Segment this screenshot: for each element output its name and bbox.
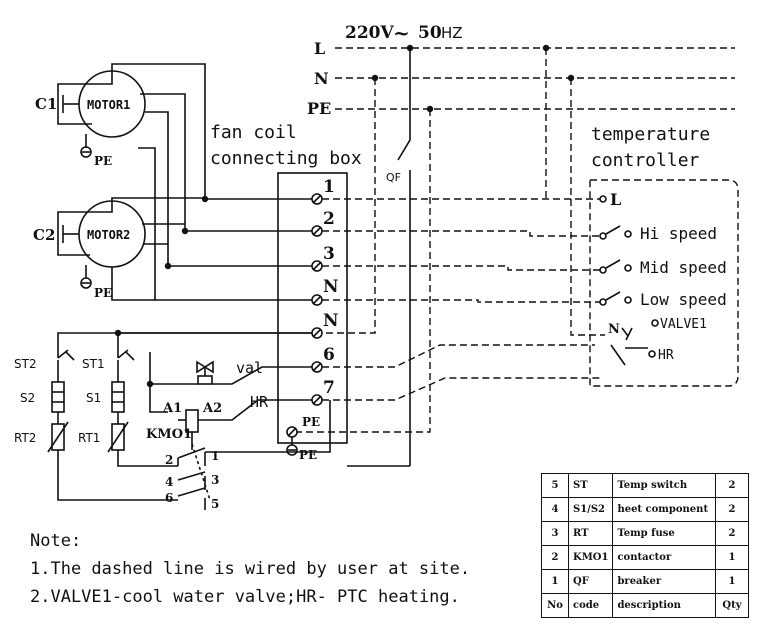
box-title-1: fan coil: [210, 122, 297, 143]
line-pe-label: PE: [307, 99, 331, 118]
hr-left-label: HR: [250, 393, 269, 411]
motor2-pe-label: PE: [94, 286, 112, 300]
a2-label: A2: [202, 401, 222, 416]
motor1-pe-label: PE: [94, 154, 112, 168]
contact-5: 5: [211, 497, 219, 511]
notes-title: Note:: [30, 531, 82, 551]
line-n-label: N: [314, 69, 329, 88]
qf-label: QF: [386, 171, 401, 184]
motor2-label: MOTOR2: [87, 228, 130, 242]
terminal-7: 7: [311, 378, 335, 406]
box-title-2: connecting box: [210, 148, 362, 169]
motor1-label: MOTOR1: [87, 98, 130, 112]
rt2-label: RT2: [14, 431, 36, 445]
terminal-pe: PE: [286, 415, 320, 438]
box-pe-label: PE: [299, 448, 317, 462]
a1-label: A1: [162, 401, 182, 416]
notes: Note: 1.The dashed line is wired by user…: [30, 527, 540, 611]
table-row: 2 KMO1 contactor 1: [541, 545, 749, 570]
line-l-label: L: [314, 39, 325, 58]
table-row: 4 S1/S2 heet component 2: [541, 497, 749, 522]
svg-text:3: 3: [323, 244, 335, 264]
terminal-6: 6: [311, 345, 335, 373]
c2-label: C2: [33, 226, 55, 244]
ctrl-hi-label: Hi speed: [640, 224, 717, 243]
c1-label: C1: [35, 95, 57, 113]
parts-table: 5 ST Temp switch 2 4 S1/S2 heet componen…: [541, 473, 749, 618]
contact-6: 6: [165, 491, 173, 505]
supply-freq-unit: HZ: [441, 24, 463, 42]
ctrl-n-label: N: [608, 322, 620, 337]
notes-line-2: 2.VALVE1-cool water valve;HR- PTC heatin…: [30, 587, 460, 607]
s2-label: S2: [20, 391, 35, 405]
table-row: 1 QF breaker 1: [541, 569, 749, 594]
contact-2: 2: [165, 453, 173, 467]
svg-text:7: 7: [323, 378, 335, 398]
ctrl-valve1-label: VALVE1: [660, 317, 707, 332]
supply-freq-num: 50: [418, 23, 442, 43]
svg-text:1: 1: [323, 177, 335, 197]
rt1-label: RT1: [78, 431, 100, 445]
ctrl-mid-label: Mid speed: [640, 258, 727, 277]
st2-label: ST2: [14, 357, 37, 371]
table-row: 3 RT Temp fuse 2: [541, 521, 749, 546]
contact-3: 3: [211, 473, 219, 487]
ctrl-title-2: controller: [591, 150, 700, 171]
ctrl-low-label: Low speed: [640, 290, 727, 309]
terminal-2: 2: [311, 209, 335, 237]
s1-label: S1: [86, 391, 101, 405]
st1-label: ST1: [82, 357, 105, 371]
table-header-row: No code description Qty: [541, 593, 749, 618]
svg-text:6: 6: [323, 345, 335, 365]
svg-text:N: N: [323, 277, 339, 297]
connecting-box: [277, 172, 348, 444]
svg-text:PE: PE: [302, 415, 320, 429]
terminal-n1: N: [311, 277, 339, 306]
ctrl-hr-label: HR: [658, 348, 674, 363]
terminal-1: 1: [311, 177, 335, 205]
ctrl-title-1: temperature: [591, 124, 710, 145]
svg-text:N: N: [323, 311, 339, 331]
table-row: 5 ST Temp switch 2: [541, 473, 749, 498]
ctrl-l-label: L: [610, 190, 621, 209]
supply-voltage: 220V: [345, 23, 394, 43]
contact-1: 1: [211, 449, 219, 463]
supply-tilde: ~: [393, 21, 410, 45]
svg-text:2: 2: [323, 209, 335, 229]
terminal-n2: N: [311, 311, 339, 339]
terminal-3: 3: [311, 244, 335, 272]
kmo1-label: KMO1: [146, 427, 192, 442]
notes-line-1: 1.The dashed line is wired by user at si…: [30, 559, 471, 579]
contact-4: 4: [165, 475, 173, 489]
val-label: val: [236, 359, 263, 377]
temperature-controller: [589, 179, 739, 387]
